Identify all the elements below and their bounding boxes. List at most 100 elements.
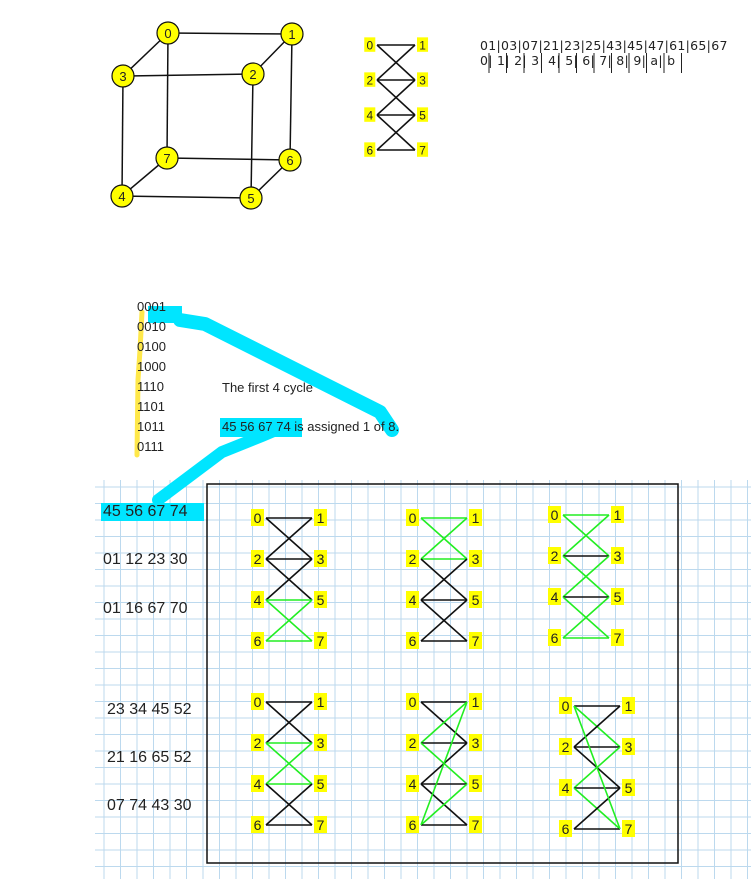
graph-edge [573, 787, 621, 830]
node-marker [314, 591, 327, 608]
cube-edge [166, 32, 169, 159]
node-marker [417, 107, 429, 122]
graph-node-label: 0 [254, 694, 262, 710]
graph-node-label: 5 [419, 108, 426, 122]
node-marker [622, 820, 635, 837]
cube-edge [289, 33, 293, 161]
graph-node-label: 5 [625, 780, 633, 796]
node-marker [469, 693, 482, 710]
node-marker [314, 693, 327, 710]
node-marker [469, 775, 482, 792]
first-cycle-note: The first 4 cycle [222, 380, 314, 395]
node-marker [406, 550, 419, 567]
node-marker [251, 775, 264, 792]
graph-node-label: 3 [614, 548, 622, 564]
bit-item: 0001 [137, 299, 166, 314]
graph-paper-grid [95, 480, 751, 879]
graph-edge [265, 701, 313, 744]
graph-node-label: 5 [472, 776, 480, 792]
graph-node-label: 4 [366, 108, 373, 122]
node-marker [548, 547, 561, 564]
graph-edge [562, 555, 610, 598]
cycle-label: 01 12 23 30 [103, 551, 188, 568]
graph-node-label: 7 [472, 817, 480, 833]
graph-edge [420, 517, 468, 560]
graph-node-label: 4 [254, 776, 262, 792]
graph-node-label: 3 [625, 739, 633, 755]
graph-node-label: 6 [366, 143, 373, 157]
node-marker [469, 591, 482, 608]
cube-node-label: 6 [286, 153, 293, 168]
cube-node-label: 2 [249, 67, 256, 82]
cube-node [241, 62, 265, 86]
graph-edge [573, 705, 621, 830]
bit-list: 0001 0010 0100 1000 1110 1101 1011 0111 [137, 297, 166, 457]
cycle-label: 21 16 65 52 [107, 749, 192, 766]
graph-edge [376, 44, 416, 81]
graph-node-label: 1 [419, 38, 426, 52]
graph-edge [265, 517, 313, 560]
graph-node-label: 6 [254, 817, 262, 833]
bit-item: 0010 [137, 319, 166, 334]
cube-edge [121, 75, 124, 197]
marker-stroke [134, 309, 145, 458]
node-marker [559, 697, 572, 714]
cycle-label: 23 34 45 52 [107, 701, 192, 718]
bit-item: 1110 [137, 379, 164, 394]
cube-edge [121, 195, 252, 199]
graph-edge [265, 599, 313, 642]
cube-edge [166, 157, 291, 161]
node-marker [417, 37, 429, 52]
graph-node-label: 6 [409, 633, 417, 649]
node-marker [406, 775, 419, 792]
graph-node-label: 1 [472, 510, 480, 526]
cube-node [155, 146, 179, 170]
graph-node-label: 0 [409, 694, 417, 710]
node-marker [406, 693, 419, 710]
cube-node-label: 1 [288, 27, 295, 42]
cube-node [156, 21, 180, 45]
node-marker [622, 738, 635, 755]
graph-node-label: 0 [366, 38, 373, 52]
cube-node [278, 148, 302, 172]
node-marker [406, 509, 419, 526]
node-marker [406, 816, 419, 833]
node-marker [548, 629, 561, 646]
cube-node [239, 186, 263, 210]
node-marker [559, 820, 572, 837]
bit-item: 1011 [137, 419, 165, 434]
node-marker [251, 693, 264, 710]
code-table: 01|03|07|21|23|25|43|45|47|61|65|67 0| 1… [480, 38, 728, 68]
cube-edge [250, 73, 254, 199]
graph-edge [573, 705, 621, 748]
graph-node-label: 0 [551, 507, 559, 523]
graph-node-label: 4 [254, 592, 262, 608]
cube-node [110, 184, 134, 208]
node-marker [251, 591, 264, 608]
graph-edge [265, 558, 313, 601]
node-marker [364, 37, 376, 52]
highlight-box [101, 503, 204, 521]
graph-node-label: 6 [551, 630, 559, 646]
graph-node-label: 7 [625, 821, 633, 837]
node-marker [314, 816, 327, 833]
highlight-box [220, 418, 302, 437]
graph-node-label: 7 [419, 143, 426, 157]
node-marker [559, 738, 572, 755]
node-marker [548, 506, 561, 523]
graph-edge [265, 742, 313, 785]
graph-node-label: 5 [317, 776, 325, 792]
node-marker [251, 550, 264, 567]
node-marker [406, 591, 419, 608]
cube-node-label: 0 [164, 26, 171, 41]
graph-node-label: 5 [472, 592, 480, 608]
cube-node-label: 3 [119, 69, 126, 84]
graph-node-label: 1 [472, 694, 480, 710]
